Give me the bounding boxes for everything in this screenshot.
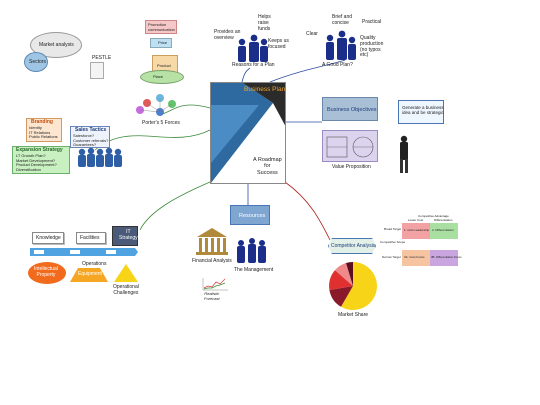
operational-challenges-caption: Operational Challenges — [113, 284, 139, 296]
connector-competitor — [284, 181, 331, 241]
sales-tactics-items: Salesforce? Customer referrals? Guarante… — [73, 133, 109, 148]
matrix-cell-cost-focus-label: 3A. Cost Focus — [404, 255, 425, 259]
roadmap-graphic — [211, 83, 285, 183]
equipment-trapezoid — [70, 268, 108, 282]
matrix-cell-cost-focus: 3A. Cost Focus — [402, 250, 430, 266]
speech-bubble: Generate a business idea and be strategi… — [398, 100, 444, 124]
connector-reasons — [241, 67, 251, 83]
roadmap-tagline: A Roadmap for Success — [253, 157, 282, 176]
good-plan-clear: Clear — [306, 31, 318, 37]
business-plan-card: Business Plan A Roadmap for Success — [210, 82, 286, 184]
porter-forces-icon — [136, 94, 176, 116]
pie-slice-darkred — [329, 286, 353, 307]
good-plan-practical: Practical — [362, 19, 382, 25]
business-objectives-box: Business Objectives — [322, 97, 378, 121]
matrix-row-narrow: Narrow Target — [382, 255, 401, 259]
facilities-label: Facilities — [80, 235, 100, 241]
matrix-col-lower-cost: Lower Cost — [408, 218, 424, 222]
competitor-analysis-hexagon: Competitor Analysis — [328, 238, 376, 254]
connector-operations — [139, 181, 211, 231]
porter-caption: Porter's 5 Forces — [142, 120, 180, 126]
promotion-label: Promotion communication — [148, 22, 175, 32]
resources-box: Resources — [230, 205, 270, 225]
bank-icon — [196, 228, 228, 255]
business-objectives-label: Business Objectives — [327, 107, 377, 113]
equipment-label: Equipment — [78, 271, 102, 277]
forecast-chart-icon — [202, 278, 228, 291]
reason-raise-funds: Helps raise funds — [258, 14, 271, 32]
pie-slice-yellow — [341, 262, 377, 310]
matrix-row-scope: Competitive Scope — [380, 240, 406, 244]
promotion-box: Promotion communication — [145, 20, 177, 34]
speech-bubble-text: Generate a business idea and be strategi… — [402, 105, 444, 116]
expansion-strategy-items: LT Growth Plan? Market Development? Prod… — [16, 153, 57, 172]
facilities-box: Facilities — [76, 232, 106, 244]
intellectual-property-ellipse: Intellectual Property — [28, 262, 66, 284]
competitive-matrix-title: Competitive Advantage — [418, 214, 449, 218]
matrix-cell-cost-leadership-label: 1. Cost Leadership — [404, 228, 430, 232]
place-label: Place — [153, 74, 164, 79]
matrix-cell-differentiation: 2. Differentiation — [430, 223, 458, 239]
intellectual-property-label: Intellectual Property — [34, 266, 58, 278]
pestle-label: PESTLE — [92, 55, 112, 61]
good-plan-caption: A Good Plan? — [322, 62, 353, 68]
pie-slice-maroon — [346, 261, 353, 286]
matrix-cell-differentiation-focus-label: 3B. Differentiation Focus — [431, 255, 462, 259]
branding-items: Identity IT Relations Public Relations — [29, 125, 58, 140]
value-proposition-canvas-icon — [326, 136, 374, 158]
matrix-cell-differentiation-focus: 3B. Differentiation Focus — [430, 250, 462, 266]
value-proposition-caption: Value Proposition — [332, 164, 371, 170]
price-label: Price — [158, 40, 168, 45]
knowledge-label: Knowledge — [36, 235, 61, 241]
financial-analysis-caption: Financial Analysis — [192, 258, 232, 264]
pestle-document-icon — [90, 62, 104, 79]
resources-label: Resources — [239, 213, 266, 219]
expansion-strategy-box: Expansion Strategy LT Growth Plan? Marke… — [12, 146, 70, 174]
sales-tactics-box: Sales Tactics Salesforce? Customer refer… — [70, 126, 110, 148]
operations-caption: Operations — [82, 261, 107, 267]
reason-overview: Provides an overview — [214, 29, 241, 41]
matrix-cell-differentiation-label: 2. Differentiation — [432, 228, 454, 232]
reason-focused: Keeps us focused — [268, 38, 289, 50]
branding-title: Branding — [31, 119, 53, 125]
market-analysis-label: Market analysis — [39, 42, 74, 48]
value-proposition-graphic — [322, 130, 378, 162]
management-people-icon — [237, 238, 266, 263]
sectors-label: Sectors — [29, 59, 46, 65]
pie-slice-pink — [335, 263, 353, 286]
competitor-analysis-label: Competitor Analysis — [331, 243, 376, 249]
connector-goodplan — [269, 59, 346, 83]
knowledge-box: Knowledge — [32, 232, 64, 244]
matrix-col-differentiation: Differentiation — [434, 218, 453, 222]
it-strategy-label: IT Strategy — [119, 229, 138, 241]
expansion-strategy-title: Expansion Strategy — [16, 147, 63, 153]
sales-tactics-title: Sales Tactics — [75, 127, 107, 133]
branding-box: Branding Identity IT Relations Public Re… — [26, 118, 62, 142]
market-share-caption: Market Share — [338, 312, 369, 318]
it-strategy-box: IT Strategy — [112, 226, 138, 246]
place-ellipse: Place — [140, 70, 184, 84]
matrix-row-broad: Broad Target — [384, 227, 402, 231]
price-box: Price — [150, 38, 172, 48]
sectors-circle: Sectors — [24, 52, 48, 72]
product-label: Product — [157, 63, 171, 68]
matrix-cell-cost-leadership: 1. Cost Leadership — [402, 223, 430, 239]
good-plan-brief: Brief and concise — [332, 14, 353, 26]
pie-slice-red — [329, 270, 353, 290]
good-plan-quality: Quality production (no typos etc) — [360, 35, 384, 59]
business-plan-title: Business Plan — [244, 86, 286, 93]
forecast-caption: Realistic Forecast — [204, 291, 220, 301]
management-caption: The Management — [234, 267, 274, 273]
reasons-caption: Reasons for a Plan — [232, 62, 275, 68]
operational-challenges-triangle — [114, 264, 138, 282]
